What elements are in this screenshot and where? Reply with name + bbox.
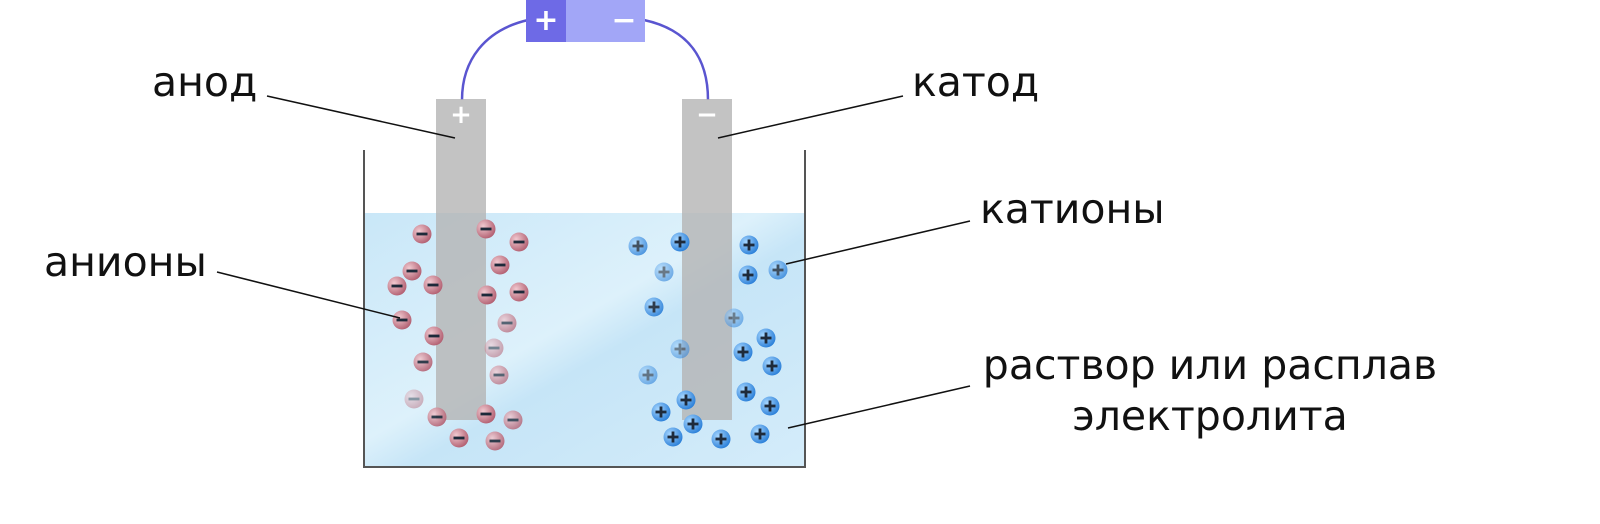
anion-20 (449, 428, 469, 448)
battery-minus-terminal (566, 0, 645, 42)
cation-13 (638, 365, 658, 385)
anion-11 (497, 313, 517, 333)
cation-10 (670, 339, 690, 359)
anions-label: анионы (44, 238, 207, 286)
cation-9 (756, 328, 776, 348)
anion-12 (424, 326, 444, 346)
battery-plus-terminal (526, 0, 566, 42)
electrolyte-label-line1: раствор или расплав (982, 341, 1438, 389)
cation-11 (733, 342, 753, 362)
anion-15 (489, 365, 509, 385)
anion-8 (477, 285, 497, 305)
anion-9 (509, 282, 529, 302)
cation-19 (663, 427, 683, 447)
anion-19 (503, 410, 523, 430)
anion-17 (427, 407, 447, 427)
anode-sign: + (450, 100, 472, 130)
cation-21 (750, 424, 770, 444)
cation-7 (644, 297, 664, 317)
anion-7 (423, 275, 443, 295)
battery: + − (526, 0, 645, 42)
anion-4 (402, 261, 422, 281)
battery-minus-sign: − (611, 3, 636, 38)
cations-group (628, 232, 788, 449)
anion-14 (413, 352, 433, 372)
cation-15 (676, 390, 696, 410)
cation-3 (739, 235, 759, 255)
wire-right (643, 18, 710, 101)
battery-plus-sign: + (533, 3, 558, 38)
cation-16 (760, 396, 780, 416)
cations-leader (785, 220, 971, 265)
cathode-leader (717, 95, 904, 139)
cation-14 (736, 382, 756, 402)
cation-5 (738, 265, 758, 285)
anode-leader (266, 95, 456, 139)
cation-1 (628, 236, 648, 256)
anion-16 (404, 389, 424, 409)
cation-12 (762, 356, 782, 376)
cations-label: катионы (980, 185, 1165, 233)
anode-electrode (436, 99, 486, 420)
cathode-sign: − (696, 100, 718, 130)
cation-8 (724, 308, 744, 328)
anion-1 (412, 224, 432, 244)
anion-3 (509, 232, 529, 252)
anion-10 (392, 310, 412, 330)
anode-label: анод (152, 58, 258, 106)
anion-5 (490, 255, 510, 275)
anion-18 (476, 404, 496, 424)
cation-4 (654, 262, 674, 282)
cation-20 (711, 429, 731, 449)
cation-17 (651, 402, 671, 422)
electrolyte-label-line2: электролита (1072, 392, 1348, 440)
anions-leader (216, 271, 401, 319)
anion-21 (485, 431, 505, 451)
cation-18 (683, 414, 703, 434)
electrolyte-leader (787, 385, 971, 429)
cathode-label: катод (912, 58, 1040, 106)
cathode-electrode (682, 99, 732, 420)
wire-left (460, 18, 529, 101)
anions-group (387, 219, 529, 451)
cation-6 (768, 260, 788, 280)
anion-2 (476, 219, 496, 239)
cation-2 (670, 232, 690, 252)
anion-6 (387, 276, 407, 296)
anion-13 (484, 338, 504, 358)
